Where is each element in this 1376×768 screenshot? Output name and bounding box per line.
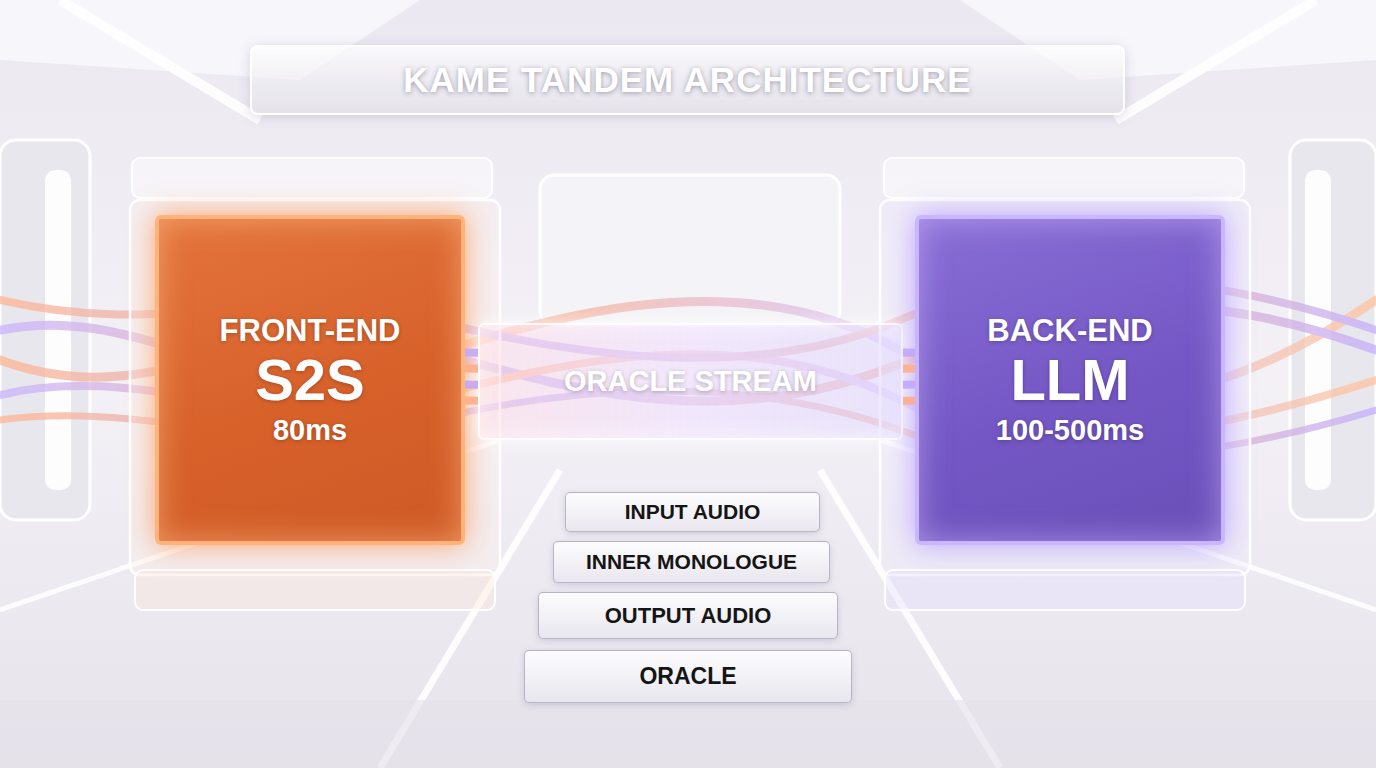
node-label: S2S: [255, 350, 365, 411]
node-label: 80ms: [273, 415, 347, 445]
stream-layer: INPUT AUDIO: [565, 492, 820, 532]
node-label: INNER MONOLOGUE: [586, 551, 797, 573]
tube-strand: [465, 365, 478, 373]
tube-strand: [465, 381, 478, 389]
tube-connector: [903, 353, 915, 401]
node-label: ORACLE STREAM: [564, 366, 817, 396]
frontend-box: FRONT-ENDS2S 80ms: [155, 215, 465, 545]
stream-layer: OUTPUT AUDIO: [538, 592, 838, 639]
node-label: BACK-END: [987, 315, 1152, 348]
node-label: 100-500ms: [996, 415, 1144, 445]
glass-cube: [880, 158, 1250, 610]
node-label: LLM: [1010, 350, 1129, 411]
diagram-title: KAME TANDEM ARCHITECTURE: [403, 60, 971, 100]
tube-strand: [903, 365, 915, 373]
tube-strand: [903, 349, 915, 357]
stream-layer: INNER MONOLOGUE: [553, 541, 830, 583]
tube-strand: [903, 381, 915, 389]
tube-connector: [465, 353, 478, 401]
tube-strand: [465, 349, 478, 357]
tube-strand: [903, 397, 915, 405]
node-label: FRONT-END: [220, 315, 401, 348]
stream-layer: ORACLE: [524, 650, 852, 703]
node-label: OUTPUT AUDIO: [605, 604, 772, 627]
tube-strand: [465, 397, 478, 405]
title-bar: KAME TANDEM ARCHITECTURE: [250, 45, 1125, 115]
backend-box: BACK-ENDLLM 100-500ms: [915, 215, 1225, 545]
glass-cube: [130, 158, 500, 610]
stream-bar: ORACLE STREAM: [478, 323, 903, 440]
node-label: ORACLE: [639, 664, 736, 688]
node-label: INPUT AUDIO: [625, 501, 761, 523]
